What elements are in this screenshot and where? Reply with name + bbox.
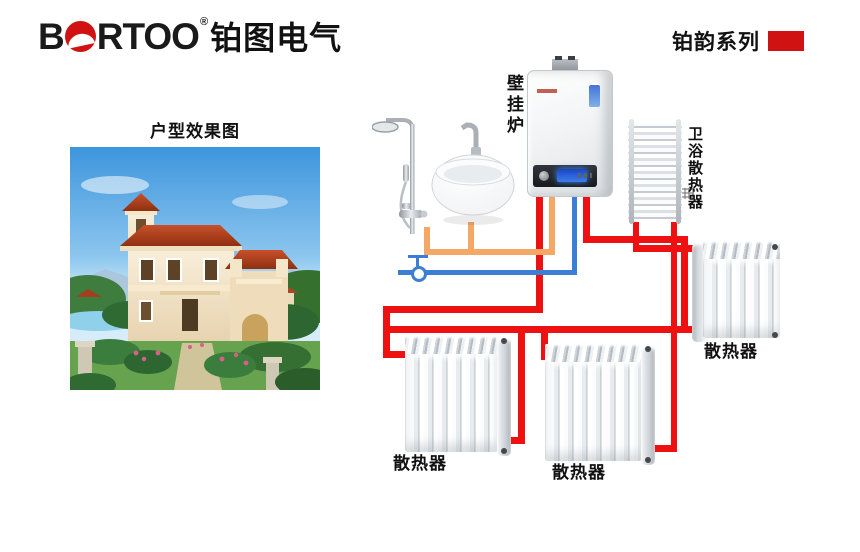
boiler-display bbox=[557, 169, 587, 182]
boiler-buttons bbox=[578, 173, 592, 178]
shower-fixture bbox=[371, 116, 434, 261]
boiler-knob bbox=[539, 171, 549, 181]
villa-illustration bbox=[70, 147, 320, 390]
series-color-block bbox=[768, 31, 804, 51]
cold-water-valve-icon bbox=[408, 255, 428, 282]
pipe-heating-rad-mid-drop bbox=[541, 326, 548, 360]
boiler-flue bbox=[552, 56, 578, 71]
villa-photo bbox=[70, 147, 320, 390]
towel-radiator bbox=[628, 119, 682, 224]
pipe-heating-supply-horizontal bbox=[383, 306, 543, 313]
pipe-heating-rad-left-top-elbow bbox=[383, 351, 415, 358]
boiler-label: 壁挂炉 bbox=[504, 74, 523, 137]
sink-fixture bbox=[430, 113, 516, 233]
logo-red-o-icon bbox=[64, 20, 96, 52]
pipe-heating-rad-left-return-drop bbox=[518, 326, 525, 444]
sink-illustration bbox=[431, 122, 515, 225]
radiator-right bbox=[692, 241, 780, 342]
pipe-heating-rad-left-bottom-elbow bbox=[499, 437, 525, 444]
radiator-right-label: 散热器 bbox=[704, 342, 758, 361]
shower-illustration bbox=[371, 118, 428, 234]
series-title: 铂韵系列 bbox=[672, 26, 804, 56]
wall-hung-boiler bbox=[527, 56, 613, 197]
radiator-bottom-left-label: 散热器 bbox=[393, 454, 447, 473]
logo-chinese-name: 铂图电气 bbox=[210, 20, 343, 56]
small-watermark-glyph bbox=[680, 188, 694, 199]
radiator-bottom-mid bbox=[545, 344, 655, 465]
pipe-hotwater-horizontal bbox=[424, 249, 555, 255]
logo-letters-rtoo: RTOO bbox=[96, 15, 200, 57]
boiler-control-panel bbox=[533, 165, 597, 187]
pipe-heating-upper-horizontal-2 bbox=[633, 245, 697, 252]
pipe-hotwater-boiler-drop bbox=[549, 196, 555, 255]
pipe-hotwater-sink-riser bbox=[468, 222, 474, 255]
photo-title: 户型效果图 bbox=[150, 122, 240, 141]
pipe-heating-boiler-return bbox=[583, 196, 590, 243]
pipe-hotwater-shower-riser bbox=[424, 227, 430, 255]
series-label: 铂韵系列 bbox=[672, 31, 760, 54]
pipe-heating-right-vertical-b bbox=[681, 236, 688, 333]
towel-radiator-label: 卫浴散热器 bbox=[686, 126, 703, 211]
boiler-brand-mark bbox=[537, 89, 557, 93]
pipe-heating-rad-mid-bottom-elbow bbox=[646, 445, 677, 452]
pipe-coldwater-boiler-drop bbox=[572, 196, 577, 275]
registered-mark: ® bbox=[199, 16, 209, 28]
pipe-coldwater-horizontal bbox=[398, 270, 577, 275]
brand-logo: B RTOO ® 铂图电气 bbox=[38, 16, 342, 56]
logo-letter-b: B bbox=[38, 15, 65, 57]
radiator-bottom-mid-label: 散热器 bbox=[552, 463, 606, 482]
pipe-heating-right-vertical-a bbox=[671, 218, 677, 452]
pipe-heating-towel-left-leg bbox=[633, 218, 639, 252]
boiler-energy-sticker bbox=[589, 83, 600, 107]
radiator-bottom-left bbox=[405, 336, 511, 456]
